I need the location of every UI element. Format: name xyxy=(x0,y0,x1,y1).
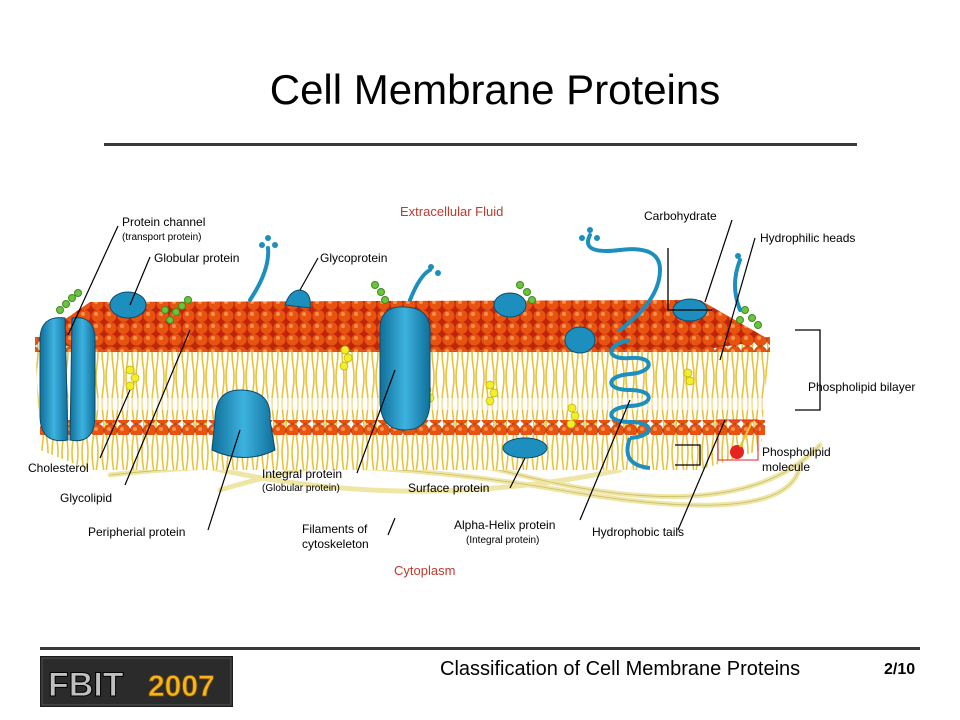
surface-protein xyxy=(502,437,548,459)
label-surface-protein: Surface protein xyxy=(408,481,489,495)
label-filaments-1: Filaments of xyxy=(302,522,368,536)
label-globular-protein: Globular protein xyxy=(154,251,239,265)
label-hydrophobic-tails: Hydrophobic tails xyxy=(592,525,684,539)
integral-protein xyxy=(379,306,431,431)
label-peripheral-protein: Peripherial protein xyxy=(88,525,185,539)
label-carbohydrate: Carbohydrate xyxy=(644,209,717,223)
label-glycoprotein: Glycoprotein xyxy=(320,251,387,265)
membrane-proteins xyxy=(39,289,708,459)
glycoprotein-protein xyxy=(284,289,311,309)
label-glycolipid: Glycolipid xyxy=(60,491,112,505)
logo-letters: FBIT xyxy=(48,666,124,704)
slide-title: Cell Membrane Proteins xyxy=(269,66,721,113)
cell-membrane-diagram: Extracellular Fluid Protein channel (tra… xyxy=(28,204,915,578)
peripheral-protein xyxy=(211,389,276,458)
label-filaments-2: cytoskeleton xyxy=(302,537,369,551)
label-brackets xyxy=(667,248,821,466)
glycolipid-chains xyxy=(56,281,762,329)
footer-divider xyxy=(40,647,920,650)
label-integral-protein-sub: (Globular protein) xyxy=(262,483,340,494)
label-alpha-helix: Alpha-Helix protein xyxy=(454,518,555,532)
label-integral-protein: Integral protein xyxy=(262,467,342,481)
title-divider xyxy=(104,143,857,146)
globular-protein xyxy=(109,291,147,319)
alpha-helix-protein xyxy=(609,338,651,470)
protein-channel xyxy=(39,317,69,442)
footer-title: Classification of Cell Membrane Proteins xyxy=(440,658,801,680)
fbit-logo: FBIT 2007 xyxy=(40,656,233,707)
label-alpha-helix-sub: (Integral protein) xyxy=(466,535,539,546)
label-protein-channel-sub: (transport protein) xyxy=(122,232,201,243)
label-phospholipid-bilayer: Phospholipid bilayer xyxy=(808,380,915,394)
label-phospholipid-molecule-2: molecule xyxy=(762,460,810,474)
label-cholesterol: Cholesterol xyxy=(28,461,89,475)
leader-lines xyxy=(67,219,756,536)
label-extracellular-fluid: Extracellular Fluid xyxy=(400,204,503,219)
logo-year: 2007 xyxy=(148,670,215,703)
label-hydrophilic-heads: Hydrophilic heads xyxy=(760,231,855,245)
phospholipid-molecule xyxy=(717,419,759,461)
carbohydrate-chains xyxy=(248,233,742,332)
page-number: 2/10 xyxy=(884,661,916,678)
label-phospholipid-molecule-1: Phospholipid xyxy=(762,445,831,459)
label-cytoplasm: Cytoplasm xyxy=(394,563,455,578)
label-protein-channel: Protein channel xyxy=(122,215,205,229)
